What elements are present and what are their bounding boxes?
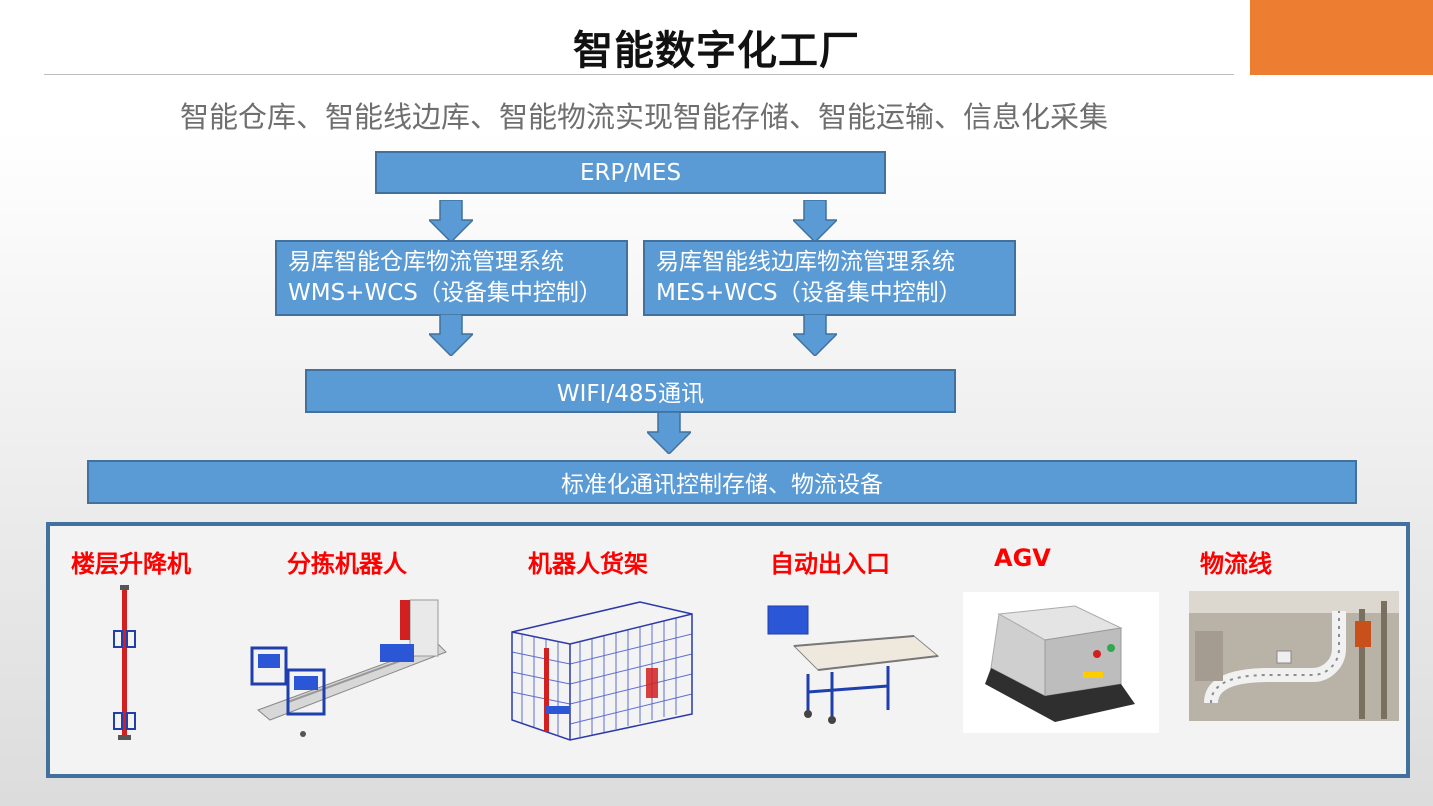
page-title: 智能数字化工厂 [0, 18, 1433, 76]
page-subtitle: 智能仓库、智能线边库、智能物流实现智能存储、智能运输、信息化采集 [180, 94, 1108, 136]
down-arrow-icon [793, 314, 837, 356]
down-arrow-icon [429, 314, 473, 356]
conveyor-line-image [1189, 591, 1399, 721]
equipment-label: 分拣机器人 [287, 544, 407, 579]
accent-block [1250, 0, 1433, 75]
mes-system-line2: MES+WCS（设备集中控制） [656, 278, 962, 309]
floor-lift-image [104, 585, 144, 743]
erp-mes-label: ERP/MES [580, 160, 681, 186]
auto-entry-image [764, 600, 940, 732]
down-arrow-icon [647, 412, 691, 454]
equipment-base-label: 标准化通讯控制存储、物流设备 [561, 465, 883, 499]
wms-system-box: 易库智能仓库物流管理系统 WMS+WCS（设备集中控制） [275, 240, 628, 316]
equipment-label: 自动出入口 [770, 544, 890, 579]
down-arrow-icon [429, 200, 473, 242]
down-arrow-icon [793, 200, 837, 242]
mes-system-line1: 易库智能线边库物流管理系统 [656, 247, 955, 278]
equipment-label: AGV [994, 544, 1051, 572]
equipment-base-box: 标准化通讯控制存储、物流设备 [87, 460, 1357, 504]
robot-shelf-image [510, 596, 696, 742]
comm-box: WIFI/485通讯 [305, 369, 956, 413]
agv-image [963, 592, 1159, 733]
sorting-robot-image [248, 592, 450, 742]
title-divider [44, 74, 1234, 75]
equipment-label: 楼层升降机 [71, 544, 191, 579]
wms-system-line1: 易库智能仓库物流管理系统 [288, 247, 564, 278]
equipment-label: 物流线 [1200, 544, 1272, 579]
equipment-label: 机器人货架 [528, 544, 648, 579]
erp-mes-box: ERP/MES [375, 151, 886, 194]
comm-label: WIFI/485通讯 [557, 374, 704, 408]
mes-system-box: 易库智能线边库物流管理系统 MES+WCS（设备集中控制） [643, 240, 1016, 316]
wms-system-line2: WMS+WCS（设备集中控制） [288, 278, 602, 309]
